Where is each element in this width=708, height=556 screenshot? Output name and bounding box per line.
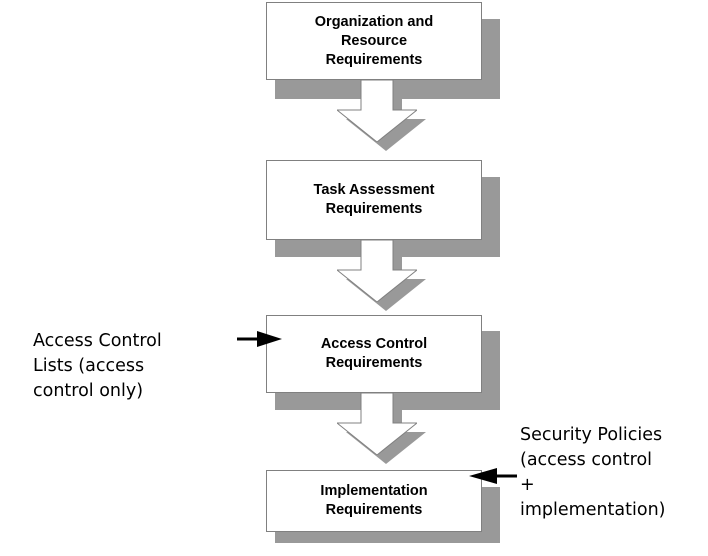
annotation-arrow-right: [469, 467, 517, 485]
node-access-control-requirements[interactable]: Access Control Requirements: [266, 315, 482, 393]
node-organization-and-resource-requirements[interactable]: Organization and Resource Requirements: [266, 2, 482, 80]
annotation-label-access-control-lists: Access Control Lists (access control onl…: [33, 331, 162, 401]
node-label: Implementation Requirements: [320, 483, 428, 518]
connector-1-arrow: [337, 80, 417, 142]
node-label: Access Control Requirements: [320, 336, 428, 371]
node-implementation-requirements[interactable]: Implementation Requirements: [266, 470, 482, 532]
node-label: Task Assessment Requirements: [313, 182, 435, 217]
connector-3-arrow: [337, 393, 417, 455]
connector-2-arrow: [337, 240, 417, 302]
annotation-arrow-left: [237, 330, 282, 348]
node-label: Organization and Resource Requirements: [314, 13, 434, 68]
annotation-label-security-policies: Security Policies (access control + impl…: [520, 425, 666, 520]
node-task-assessment-requirements[interactable]: Task Assessment Requirements: [266, 160, 482, 240]
